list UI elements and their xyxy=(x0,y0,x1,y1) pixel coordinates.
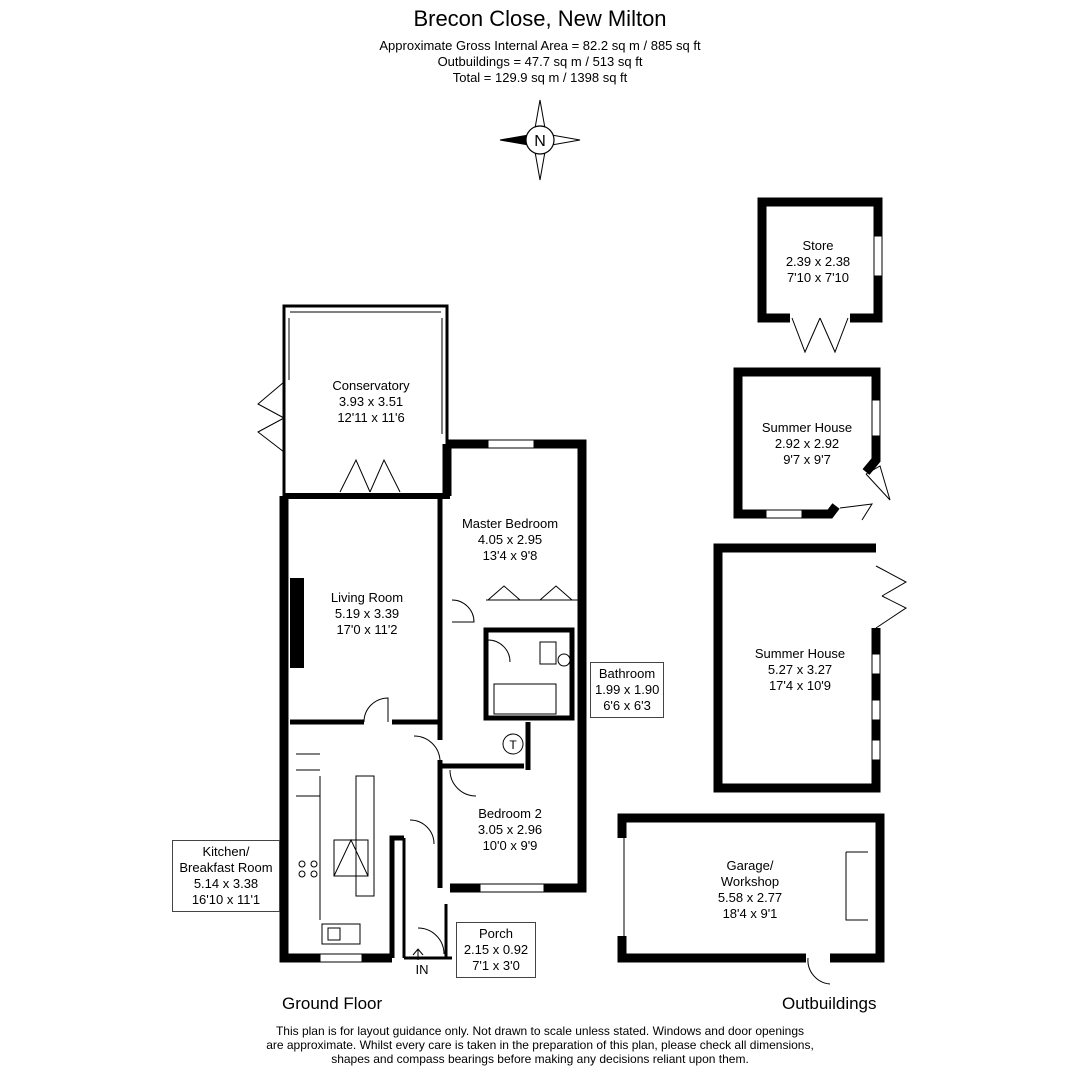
room-name: Store xyxy=(802,238,834,253)
room-kitchen-label: Kitchen/ Breakfast Room 5.14 x 3.38 16'1… xyxy=(172,840,280,912)
room-name-line2: Breakfast Room xyxy=(179,860,273,875)
room-metric: 4.05 x 2.95 xyxy=(477,532,543,547)
room-metric: 3.93 x 3.51 xyxy=(338,394,404,409)
room-metric: 5.14 x 3.38 xyxy=(193,876,259,891)
room-metric: 2.39 x 2.38 xyxy=(785,254,851,269)
room-name: Bedroom 2 xyxy=(478,806,542,821)
room-metric: 5.19 x 3.39 xyxy=(334,606,400,621)
room-imperial: 17'4 x 10'9 xyxy=(768,678,832,693)
disclaimer-line: shapes and compass bearings before makin… xyxy=(331,1052,749,1066)
ground-floor-walls: T xyxy=(257,304,587,963)
room-metric: 3.05 x 2.96 xyxy=(477,822,543,837)
room-summer-house-small-label: Summer House 2.92 x 2.92 9'7 x 9'7 xyxy=(748,420,866,468)
room-summer-house-large-label: Summer House 5.27 x 3.27 17'4 x 10'9 xyxy=(740,646,860,694)
room-name-line1: Kitchen/ xyxy=(202,844,250,859)
room-imperial: 12'11 x 11'6 xyxy=(337,410,405,425)
room-metric: 5.27 x 3.27 xyxy=(767,662,833,677)
cylinder-marker: T xyxy=(509,738,517,752)
room-imperial: 16'10 x 11'1 xyxy=(191,892,261,907)
compass-north-letter: N xyxy=(534,133,546,150)
room-name: Porch xyxy=(479,926,513,941)
room-name: Living Room xyxy=(330,590,404,605)
room-name: Summer House xyxy=(761,420,853,435)
room-name: Bathroom xyxy=(598,666,656,681)
room-name: Conservatory xyxy=(332,378,410,393)
disclaimer: This plan is for layout guidance only. N… xyxy=(0,1024,1080,1066)
room-metric: 2.92 x 2.92 xyxy=(774,436,840,451)
gross-area-line: Approximate Gross Internal Area = 82.2 s… xyxy=(379,38,701,53)
compass-rose-icon: N xyxy=(499,99,581,181)
room-living-room-label: Living Room 5.19 x 3.39 17'0 x 11'2 xyxy=(312,590,422,638)
outbuildings-heading: Outbuildings xyxy=(782,994,877,1013)
outbuildings-walls xyxy=(617,197,908,985)
room-store-label: Store 2.39 x 2.38 7'10 x 7'10 xyxy=(766,238,870,286)
room-name-line2: Workshop xyxy=(720,874,780,889)
room-bathroom-label: Bathroom 1.99 x 1.90 6'6 x 6'3 xyxy=(590,662,664,718)
room-imperial: 13'4 x 9'8 xyxy=(482,548,538,563)
room-imperial: 17'0 x 11'2 xyxy=(336,622,398,637)
room-metric: 5.58 x 2.77 xyxy=(717,890,783,905)
room-imperial: 7'10 x 7'10 xyxy=(786,270,850,285)
room-conservatory-label: Conservatory 3.93 x 3.51 12'11 x 11'6 xyxy=(316,378,426,426)
disclaimer-line: This plan is for layout guidance only. N… xyxy=(275,1024,805,1038)
room-metric: 2.15 x 0.92 xyxy=(463,942,529,957)
room-name: Summer House xyxy=(754,646,846,661)
room-garage-label: Garage/ Workshop 5.58 x 2.77 18'4 x 9'1 xyxy=(690,858,810,922)
entrance-marker: IN xyxy=(415,962,429,977)
plan-title: Brecon Close, New Milton xyxy=(413,6,667,31)
room-imperial: 18'4 x 9'1 xyxy=(722,906,778,921)
room-imperial: 9'7 x 9'7 xyxy=(783,452,831,467)
room-imperial: 10'0 x 9'9 xyxy=(482,838,538,853)
disclaimer-line: are approximate. Whilst every care is ta… xyxy=(266,1038,814,1052)
ground-floor-heading: Ground Floor xyxy=(282,994,383,1013)
room-master-bedroom-label: Master Bedroom 4.05 x 2.95 13'4 x 9'8 xyxy=(450,516,570,564)
outbuildings-area-line: Outbuildings = 47.7 sq m / 513 sq ft xyxy=(437,54,643,69)
room-porch-label: Porch 2.15 x 0.92 7'1 x 3'0 xyxy=(456,922,536,978)
room-imperial: 7'1 x 3'0 xyxy=(472,958,520,973)
room-bedroom2-label: Bedroom 2 3.05 x 2.96 10'0 x 9'9 xyxy=(456,806,564,854)
room-name-line1: Garage/ xyxy=(726,858,774,873)
total-area-line: Total = 129.9 sq m / 1398 sq ft xyxy=(452,70,628,85)
room-imperial: 6'6 x 6'3 xyxy=(603,698,651,713)
room-name: Master Bedroom xyxy=(461,516,559,531)
room-metric: 1.99 x 1.90 xyxy=(595,682,660,697)
